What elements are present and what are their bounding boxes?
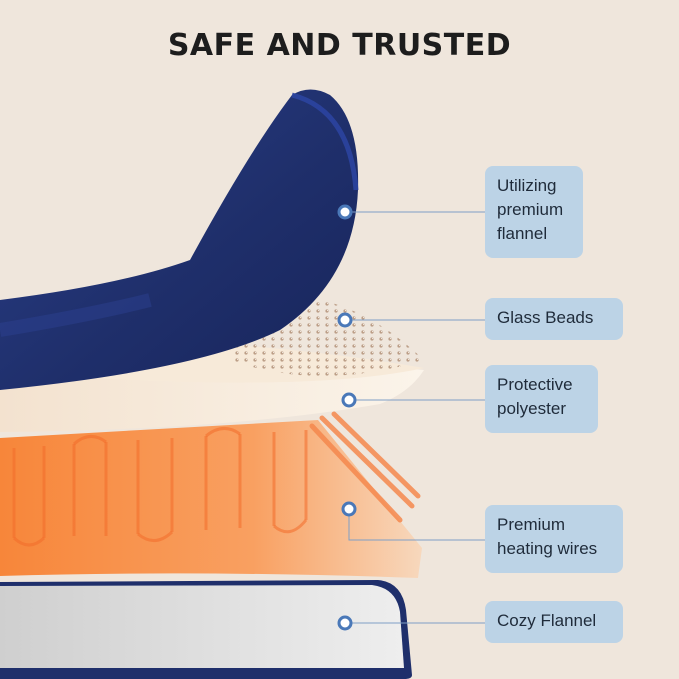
layer-marker-dot: [337, 312, 353, 328]
label-cozy-flannel: Cozy Flannel: [485, 601, 623, 643]
layer-marker-dot: [337, 204, 353, 220]
label-glass-beads: Glass Beads: [485, 298, 623, 340]
connector-lines: [348, 211, 485, 624]
bottom-flannel-layer: [0, 580, 412, 679]
layer-marker-dot: [337, 615, 353, 631]
top-flannel-layer: [0, 89, 359, 390]
layer-marker-dot: [341, 392, 357, 408]
layer-marker-dots: [337, 204, 357, 631]
page-title: SAFE AND TRUSTED: [167, 28, 512, 63]
label-heating-wires: Premium heating wires: [485, 505, 623, 573]
label-premium-flannel: Utilizing premium flannel: [485, 166, 583, 258]
layer-marker-dot: [341, 501, 357, 517]
label-protective-polyester: Protective polyester: [485, 365, 598, 433]
heating-wire-layer: [0, 411, 422, 578]
